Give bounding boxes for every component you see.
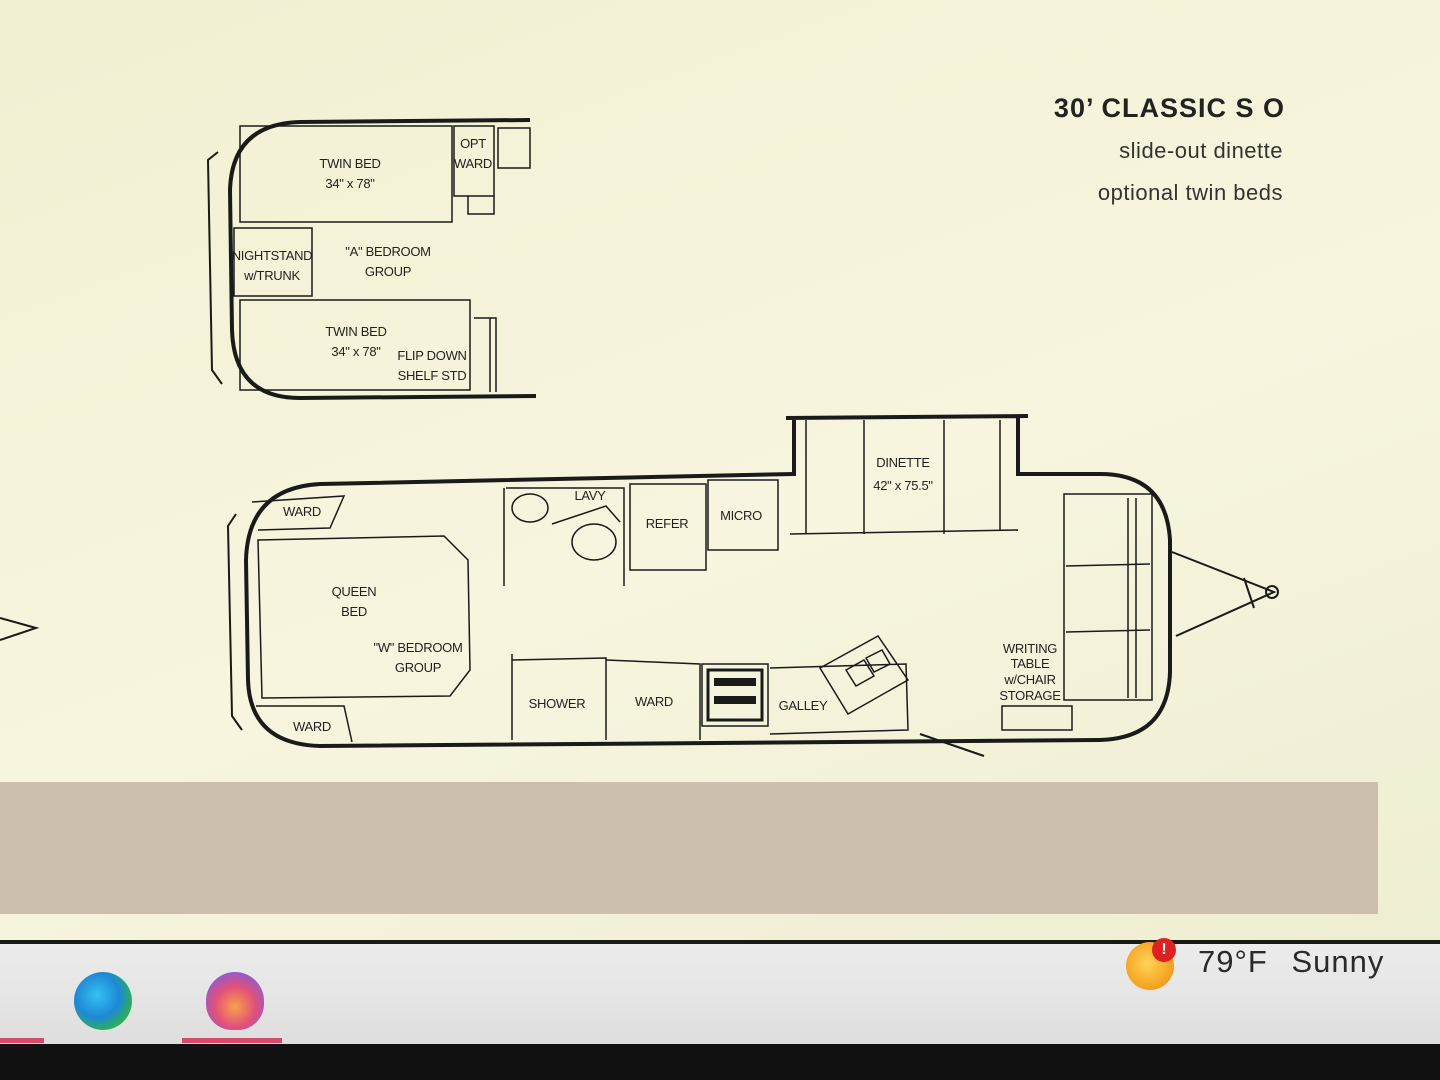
stove-box (701, 663, 769, 727)
micro-label: MICRO (720, 508, 762, 523)
sofa-cushions (1065, 498, 1151, 698)
alt-nightstand (233, 227, 313, 297)
alt-twin-bed-bottom (239, 299, 471, 391)
galley-counter (769, 663, 909, 735)
main-plan-endcap (226, 513, 243, 731)
alt-opt-ward-label-2: WARD (454, 156, 492, 171)
alt-bedroom-group-label: "A" BEDROOM (345, 244, 430, 259)
alt-opt-ward (453, 125, 495, 197)
entry-door-swing (919, 733, 985, 757)
footer-band (0, 782, 1378, 914)
alt-twin-bed-top-label: TWIN BED (319, 156, 380, 171)
main-plan-shell (243, 472, 1172, 749)
alt-wall-right (474, 317, 497, 392)
refer-box (629, 483, 707, 571)
dinette-label: DINETTE (876, 455, 930, 470)
alt-twin-bed-top (239, 125, 453, 223)
stove-burner-grate (706, 668, 764, 722)
writing-table-label-3: w/CHAIR (1003, 672, 1055, 687)
monitor-bezel (0, 1044, 1440, 1080)
hitch-ball (1265, 585, 1279, 599)
lavy-sink (511, 493, 549, 523)
taskbar-active-indicator-left (0, 1038, 44, 1043)
galley-sink (818, 635, 910, 716)
shower-label: SHOWER (529, 696, 586, 711)
queen-bed-label-2: BED (341, 604, 367, 619)
alt-flip-down-label: FLIP DOWN (397, 348, 466, 363)
alt-twin-bed-top-size: 34" x 78" (325, 176, 375, 191)
floor-plan-diagram: TWIN BED 34" x 78" OPT WARD NIGHTSTAND w… (0, 0, 1440, 800)
plan-title: 30’ CLASSIC S O (1053, 93, 1285, 123)
alt-bedroom-group-label-2: GROUP (365, 264, 411, 279)
vanity-line (551, 505, 621, 525)
toilet (571, 523, 617, 561)
alt-sink-box (497, 127, 531, 169)
ward-top-box (251, 495, 346, 531)
writing-table-label-2: TABLE (1011, 656, 1050, 671)
lavy-label: LAVY (574, 488, 606, 503)
galley-label: GALLEY (779, 698, 828, 713)
lavy-counter (506, 487, 625, 586)
alt-plan-endcap (206, 151, 223, 385)
shower-box (511, 657, 607, 740)
dinette-box (789, 529, 1019, 535)
ward-bottom-label: WARD (293, 719, 331, 734)
w-bedroom-group-label: "W" BEDROOM (374, 640, 463, 655)
micro-box (707, 479, 779, 551)
weather-temp: 79°F (1198, 944, 1268, 979)
ward-bottom-box (256, 705, 353, 743)
alt-door-step (467, 196, 495, 215)
dinette-size: 42" x 75.5" (873, 478, 933, 493)
queen-bed-outline (257, 535, 471, 699)
weather-widget[interactable]: 79°F Sunny (1198, 944, 1384, 980)
alt-plan-shell (227, 118, 537, 401)
dinette-seat-left (805, 420, 865, 534)
taskbar-active-indicator (182, 1038, 282, 1043)
writing-table-box (1001, 705, 1073, 731)
front-sofa (1063, 493, 1153, 701)
left-edge-fragment (0, 617, 40, 641)
plan-subtitle-2: optional twin beds (1097, 180, 1283, 205)
ward-mid-label: WARD (635, 694, 673, 709)
main-slideout-box (785, 414, 1029, 476)
alt-nightstand-label: NIGHTSTAND (232, 248, 313, 263)
ward-mid-box (605, 659, 701, 740)
ward-top-label: WARD (283, 504, 321, 519)
alt-nightstand-label-2: w/TRUNK (243, 268, 300, 283)
writing-table-label: WRITING (1003, 641, 1057, 656)
queen-bed-label: QUEEN (332, 584, 377, 599)
document-page: 30’ CLASSIC S O slide-out dinette option… (0, 0, 1440, 940)
hitch (1171, 551, 1277, 637)
w-bedroom-group-label-2: GROUP (395, 660, 441, 675)
writing-table-label-4: STORAGE (999, 688, 1061, 703)
weather-condition: Sunny (1291, 944, 1385, 979)
refer-label: REFER (646, 516, 689, 531)
app-flame-icon[interactable] (206, 972, 264, 1030)
alt-flip-down-label-2: SHELF STD (398, 368, 467, 383)
weather-alert-badge: ! (1152, 938, 1176, 962)
dinette-seat-right (943, 420, 1001, 534)
alt-twin-bed-bottom-size: 34" x 78" (331, 344, 381, 359)
bedroom-partition (503, 488, 513, 740)
edge-icon[interactable] (74, 972, 132, 1030)
alt-opt-ward-label: OPT (460, 136, 486, 151)
plan-subtitle-1: slide-out dinette (1119, 138, 1283, 163)
alt-twin-bed-bottom-label: TWIN BED (325, 324, 386, 339)
